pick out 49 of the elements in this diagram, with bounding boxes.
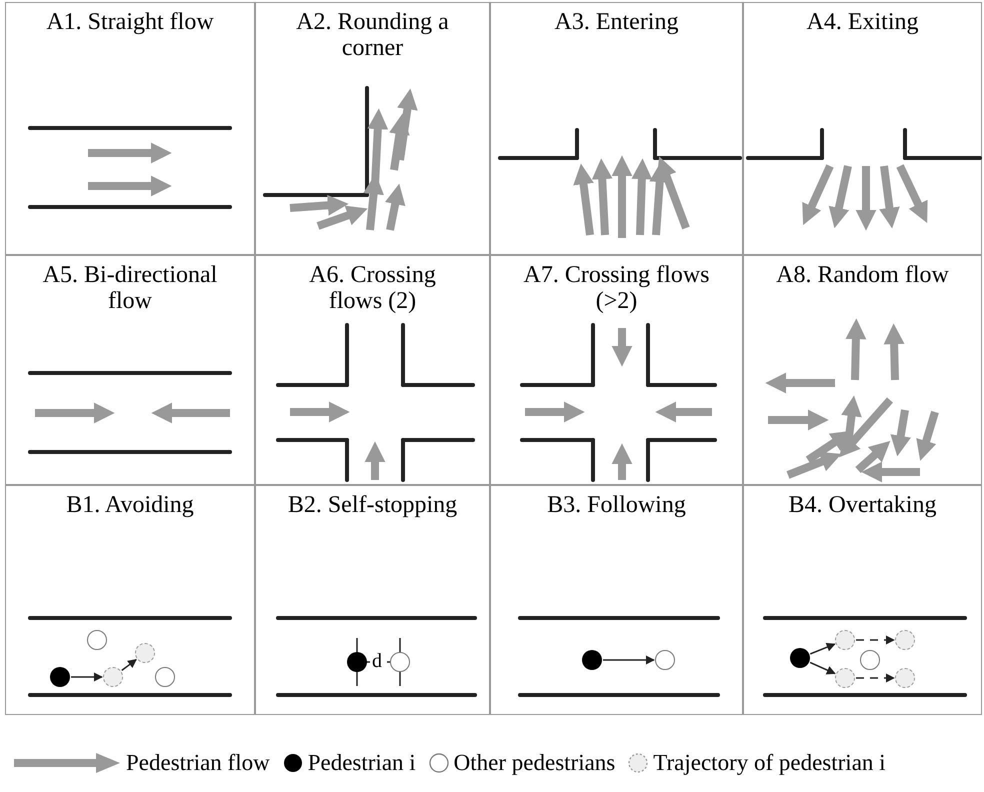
cell-title: A5. Bi-directional flow	[42, 262, 218, 314]
arrow	[810, 662, 836, 674]
grid-cell	[743, 485, 982, 715]
other-pedestrian-marker	[655, 650, 675, 670]
trajectory-marker	[103, 667, 123, 687]
cell-title: A1. Straight flow	[46, 9, 214, 35]
legend-label: Other pedestrians	[454, 750, 616, 776]
grid-cell	[743, 2, 982, 255]
trajectory-marker	[895, 630, 915, 650]
cell-title: B4. Overtaking	[788, 492, 936, 518]
pedestrian-i-marker	[790, 648, 810, 668]
arrow	[121, 659, 137, 671]
arrow	[856, 636, 895, 644]
grid-cell	[5, 255, 255, 485]
cell-title: A4. Exiting	[806, 9, 918, 35]
cell-title: A8. Random flow	[776, 262, 949, 288]
grid-cell	[255, 2, 490, 255]
trajectory-marker	[835, 668, 855, 688]
pedestrian-i-marker	[582, 650, 602, 670]
legend-label: Trajectory of pedestrian i	[653, 750, 886, 776]
cell-title: B2. Self-stopping	[288, 492, 458, 518]
grid-cell	[490, 485, 743, 715]
grid-cell	[490, 255, 743, 485]
grid-cell	[490, 2, 743, 255]
cell-title: B3. Following	[547, 492, 686, 518]
grid-cell	[743, 255, 982, 485]
arrow	[810, 642, 836, 655]
grid-cell	[5, 2, 255, 255]
legend-label: Pedestrian flow	[126, 750, 270, 776]
grid-cell	[5, 485, 255, 715]
cell-title: A6. Crossing flows (2)	[308, 262, 437, 314]
cell-title: B1. Avoiding	[66, 492, 194, 518]
cell-title: A7. Crossing flows (>2)	[522, 262, 710, 314]
pedestrian-i-marker	[50, 667, 70, 687]
trajectory-marker	[835, 630, 855, 650]
cell-title: A2. Rounding a corner	[296, 9, 449, 61]
legend-label: Pedestrian i	[308, 750, 416, 776]
other-pedestrian-marker	[87, 630, 107, 650]
arrow	[71, 672, 103, 682]
pedestrian-i-marker	[347, 652, 367, 672]
trajectory-marker	[135, 643, 155, 663]
other-pedestrian-marker	[390, 652, 410, 672]
arrow	[856, 674, 895, 682]
cell-title: A3. Entering	[554, 9, 678, 35]
arrow	[603, 656, 655, 664]
other-pedestrian-marker	[155, 667, 175, 687]
grid-cell	[255, 255, 490, 485]
other-pedestrian-marker	[860, 650, 880, 670]
trajectory-marker	[895, 668, 915, 688]
